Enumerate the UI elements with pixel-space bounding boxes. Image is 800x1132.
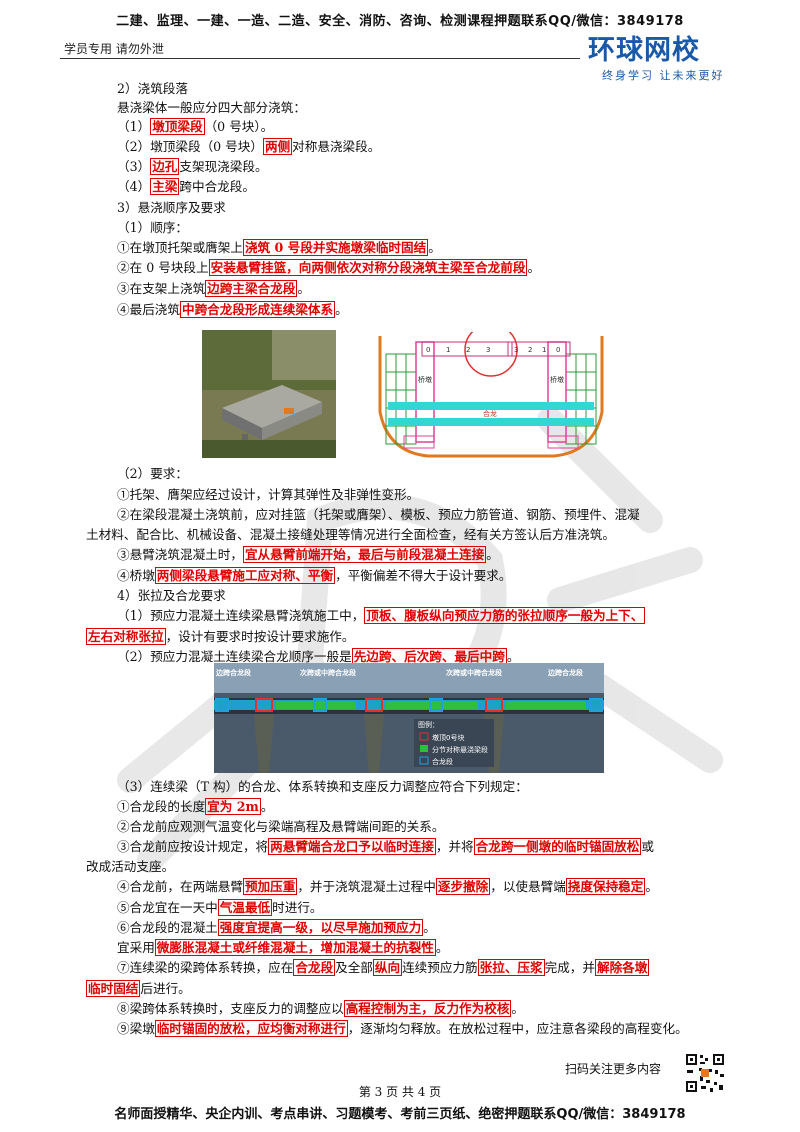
text-line: （2）预应力混凝土连续梁合龙顺序一般是先边跨、后次跨、最后中跨。 (117, 648, 520, 665)
text-line: ②合龙前应观测气温变化与梁端高程及悬臂端间距的关系。 (117, 819, 445, 834)
text-line: ①在墩顶托架或膺架上浇筑 0 号段并实施墩梁临时固结。 (117, 239, 441, 256)
highlight: 纵向 (372, 959, 403, 976)
text-line: ①合龙段的长度宜为 2m。 (117, 798, 274, 815)
text-line: 宜采用微膨胀混凝土或纤维混凝土，增加混凝土的抗裂性。 (117, 939, 449, 956)
text-line: ④桥墩两侧梁段悬臂施工应对称、平衡，平衡偏差不得大于设计要求。 (117, 567, 512, 584)
highlight: 两悬臂端合龙口予以临时连接 (268, 838, 436, 855)
text-line: （3）连续梁（T 构）的合龙、体系转换和支座反力调整应符合下列规定： (117, 779, 528, 794)
page-number: 第 3 页 共 4 页 (358, 1085, 442, 1099)
block-label: 2 (528, 346, 532, 354)
text-line: （1）墩顶梁段（0 号块）。 (117, 118, 274, 135)
cantilever-diagram: 0 1 2 3 3 2 1 0 桥墩 桥墩 合龙 (378, 332, 604, 458)
text-line: 3）悬浇顺序及要求 (117, 200, 226, 215)
pier-label: 桥墩 (418, 375, 432, 384)
text-line: 4）张拉及合龙要求 (117, 588, 226, 603)
highlight: 浇筑 0 号段并实施墩梁临时固结 (242, 239, 429, 256)
legend-item: 合龙段 (432, 757, 453, 766)
text-line: 左右对称张拉，设计有要求时按设计要求施作。 (86, 628, 355, 645)
highlight: 气温最低 (217, 899, 273, 916)
bridge-closure-figure: 边跨合龙段 次跨或中跨合龙段 次跨或中跨合龙段 边跨合龙段 图例： 墩顶0号块 … (214, 663, 604, 773)
text-line: （4）主梁跨中合龙段。 (117, 178, 255, 195)
text-line: ⑥合龙段的混凝土强度宜提高一级，以尽早施加预应力。 (117, 919, 436, 936)
text-line: ①托架、膺架应经过设计，计算其弹性及非弹性变形。 (117, 487, 420, 502)
text-line: ③悬臂浇筑混凝土时，宜从悬臂前端开始，最后与前段混凝土连接。 (117, 546, 499, 563)
highlight: 微膨胀混凝土或纤维混凝土，增加混凝土的抗裂性 (154, 939, 436, 956)
legend-item: 墩顶0号块 (432, 733, 464, 742)
highlight: 主梁 (150, 178, 180, 195)
block-label: 2 (466, 346, 470, 354)
text-line: ③合龙前应按设计规定，将两悬臂端合龙口予以临时连接，并将合龙跨一侧墩的临时锚固放… (117, 838, 654, 855)
highlight: 合龙跨一侧墩的临时锚固放松 (473, 838, 642, 855)
text-line: ④合龙前，在两端悬臂预加压重，并于浇筑混凝土过程中逐步撤除，以使悬臂端挠度保持稳… (117, 878, 658, 895)
highlight: 临时固结 (86, 980, 141, 997)
highlight: 安装悬臂挂篮，向两侧依次对称分段浇筑主梁至合龙前段 (208, 259, 528, 276)
label-mid-left: 次跨或中跨合龙段 (300, 668, 356, 677)
text-line: 2）浇筑段落 (117, 81, 188, 96)
block-label: 1 (446, 346, 450, 354)
highlight: 顶板、腹板纵向预应力筋的张拉顺序一般为上下、 (364, 607, 646, 624)
text-line: 临时固结后进行。 (86, 980, 191, 997)
text-line: ⑤合龙宜在一天中气温最低时进行。 (117, 899, 323, 916)
label-side-left: 边跨合龙段 (215, 668, 251, 677)
text-line: ④最后浇筑中跨合龙段形成连续梁体系。 (117, 301, 348, 318)
highlight: 左右对称张拉 (86, 628, 166, 645)
qr-code[interactable] (684, 1052, 726, 1094)
block-label: 1 (542, 346, 546, 354)
text-line: （2）要求： (117, 466, 188, 481)
text-line: （2）墩顶梁段（0 号块）两侧对称悬浇梁段。 (117, 138, 381, 155)
legend-item: 分节对称悬浇梁段 (432, 745, 488, 754)
bottom-banner: 名师面授精华、央企内训、考点串讲、习题模考、考前三页纸、绝密押题联系QQ/微信：… (114, 1107, 686, 1122)
text-line: （3）边孔支架现浇梁段。 (117, 158, 268, 175)
text-line: （1）预应力混凝土连续梁悬臂浇筑施工中，顶板、腹板纵向预应力筋的张拉顺序一般为上… (117, 607, 646, 624)
scan-note: 扫码关注更多内容 (565, 1062, 662, 1076)
highlight: 两侧梁段悬臂施工应对称、平衡 (154, 567, 336, 584)
text-line: ⑦连续梁的梁跨体系转换，应在合龙段及全部纵向连续预应力筋张拉、压浆完成，并解除各… (117, 959, 650, 976)
highlight: 墩顶梁段 (150, 118, 205, 135)
highlight: 宜为 2m (205, 798, 261, 815)
text-line: 悬浇梁体一般应分四大部分浇筑： (117, 100, 306, 115)
highlight: 挠度保持稳定 (565, 878, 646, 895)
block-label: 3 (514, 346, 518, 354)
highlight: 中跨合龙段形成连续梁体系 (179, 301, 336, 318)
label-mid: 次跨或中跨合龙段 (446, 668, 502, 677)
student-note: 学员专用 请勿外泄 (64, 42, 164, 56)
text-line: ②在 0 号块段上安装悬臂挂篮，向两侧依次对称分段浇筑主梁至合龙前段。 (117, 259, 541, 276)
top-banner: 二建、监理、一建、一造、二造、安全、消防、咨询、检测课程押题联系QQ/微信：38… (116, 14, 684, 29)
block-label: 0 (426, 346, 430, 354)
label-side-right: 边跨合龙段 (547, 668, 583, 677)
text-line: ②在梁段混凝土浇筑前，应对挂篮（托架或膺架）、模板、预应力筋管道、钢筋、预埋件、… (117, 507, 640, 522)
highlight: 合龙段 (293, 959, 336, 976)
text-line: （1）顺序： (117, 220, 188, 235)
block-label: 3 (486, 346, 490, 354)
text-line: ⑧梁跨体系转换时，支座反力的调整应以高程控制为主，反力作为校核。 (117, 1000, 524, 1017)
highlight: 两侧 (262, 138, 293, 155)
highlight: 逐步撤除 (435, 878, 491, 895)
block-label: 0 (556, 346, 560, 354)
logo-slogan: 终身学习 让未来更好 (602, 69, 725, 82)
highlight: 边跨主梁合龙段 (205, 280, 298, 297)
text-line: ③在支架上浇筑边跨主梁合龙段。 (117, 280, 310, 297)
pier-label: 桥墩 (550, 375, 564, 384)
text-line: 土材料、配合比、机械设备、混凝土接缝处理等情况进行全面检查，经有关方签认后方准浇… (86, 527, 615, 542)
highlight: 强度宜提高一级，以尽早施加预应力 (217, 919, 424, 936)
legend-title: 图例： (418, 720, 439, 729)
highlight: 宜从悬臂前端开始，最后与前段混凝土连接 (242, 546, 487, 563)
highlight: 临时锚固的放松，应均衡对称进行 (154, 1020, 348, 1037)
highlight: 边孔 (150, 158, 180, 175)
text-line: 改成活动支座。 (86, 859, 175, 874)
highlight: 高程控制为主，反力作为校核 (343, 1000, 512, 1017)
highlight: 张拉、压浆 (477, 959, 545, 976)
brand-logo: 环球网校 终身学习 让未来更好 (588, 28, 748, 88)
text-line: ⑨梁墩临时锚固的放松，应均衡对称进行，逐渐均匀释放。在放松过程中，应注意各梁段的… (117, 1020, 688, 1037)
closure-label: 合龙 (483, 409, 497, 418)
construction-photo (202, 330, 336, 458)
highlight: 预加压重 (242, 878, 298, 895)
highlight: 解除各墩 (594, 959, 650, 976)
header-divider (60, 58, 580, 59)
highlight: 先边跨、后次跨、最后中跨 (351, 648, 507, 665)
logo-text: 环球网校 (588, 35, 700, 66)
